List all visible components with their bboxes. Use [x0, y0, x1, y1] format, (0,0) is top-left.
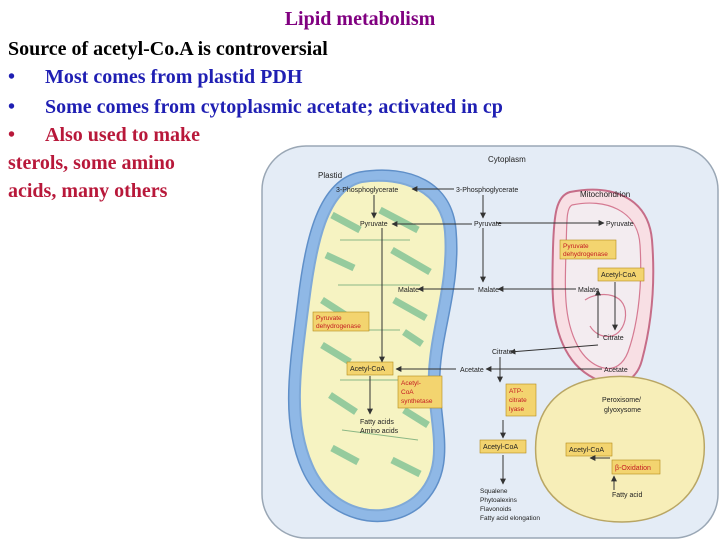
plastid-pdh-box — [312, 311, 370, 332]
perox-acetylcoa-box — [565, 442, 613, 457]
plastid-acetylcoa-box — [346, 361, 394, 376]
cyto-product-flavonoids: Flavonoids — [480, 506, 512, 513]
mito-pdh-2: dehydrogenase — [563, 251, 608, 258]
cyto-acetylcoa: Acetyl-CoA — [483, 444, 518, 451]
cyto-acl-box — [505, 383, 537, 417]
cyto-product-squalene: Squalene — [480, 488, 508, 495]
bullet-1-marker: • — [8, 66, 16, 88]
slide-title: Lipid metabolism — [284, 8, 436, 30]
bullet-3: • Also used to make — [8, 124, 200, 146]
mito-malate: Malate — [578, 287, 599, 294]
mito-acetylcoa-box — [597, 267, 645, 282]
pathway-arrows — [367, 186, 618, 490]
plastid-pyruvate: Pyruvate — [360, 221, 388, 228]
plastid — [287, 169, 458, 523]
plastid-acs-1: Acetyl- — [401, 380, 421, 387]
plastid-acs-box — [397, 375, 443, 409]
slide-heading: Source of acetyl-Co.A is controversial — [8, 38, 328, 60]
plastid-acetylcoa: Acetyl-CoA — [350, 366, 385, 373]
mito-citrate: Citrate — [603, 335, 624, 342]
bullet-2-marker: • — [8, 96, 16, 118]
label-cytoplasm: Cytoplasm — [488, 155, 526, 164]
bullet-3-marker: • — [8, 124, 16, 146]
plastid-acs-2: CoA — [401, 389, 414, 396]
perox-beta-ox: β-Oxidation — [615, 465, 651, 472]
cyto-acl-3: lyase — [509, 406, 525, 413]
cyto-3pg: 3-Phosphoglycerate — [456, 187, 518, 194]
continuation-line-2: acids, many others — [8, 180, 168, 202]
cyto-acetate: Acetate — [460, 367, 484, 374]
plastid-pdh-1: Pyruvate — [316, 315, 342, 322]
cyto-malate: Malate — [478, 287, 499, 294]
peroxisome — [534, 375, 705, 523]
bullet-2-text: Some comes from cytoplasmic acetate; act… — [45, 96, 503, 118]
perox-acetylcoa: Acetyl-CoA — [569, 447, 604, 454]
mito-acetylcoa: Acetyl-CoA — [601, 272, 636, 279]
mito-pdh-1: Pyruvate — [563, 243, 589, 250]
bullet-2: • Some comes from cytoplasmic acetate; ac… — [8, 96, 503, 118]
plastid-malate: Malate — [398, 287, 419, 294]
cyto-acetylcoa-box — [479, 439, 527, 454]
plastid-amino-acids: Amino acids — [360, 428, 399, 435]
plastid-pdh-2: dehydrogenase — [316, 323, 361, 330]
label-peroxisome-2: glyoxysome — [604, 407, 641, 414]
label-plastid: Plastid — [318, 171, 342, 180]
mitochondrion — [551, 188, 655, 385]
cyto-product-elongation: Fatty acid elongation — [480, 515, 540, 522]
label-peroxisome-1: Peroxisome/ — [602, 397, 641, 404]
cyto-acl-2: citrate — [509, 397, 527, 404]
plastid-3pg: 3-Phosphoglycerate — [336, 187, 398, 194]
thylakoid-stacks — [320, 206, 432, 478]
mito-acetate: Acetate — [604, 367, 628, 374]
bullet-3-text: Also used to make — [45, 124, 201, 146]
bullet-1: • Most comes from plastid PDH — [8, 66, 302, 88]
mito-pyruvate: Pyruvate — [606, 221, 634, 228]
cyto-product-phytoalexins: Phytoalexins — [480, 497, 518, 504]
cyto-citrate: Citrate — [492, 349, 513, 356]
perox-fatty-acid: Fatty acid — [612, 492, 642, 499]
plastid-acs-3: synthetase — [401, 398, 433, 405]
bullet-1-text: Most comes from plastid PDH — [45, 66, 303, 88]
continuation-line-1: sterols, some amino — [8, 152, 175, 174]
plastid-fatty-acids: Fatty acids — [360, 419, 394, 426]
cyto-acl-1: ATP- — [509, 388, 523, 395]
perox-beta-ox-box — [611, 459, 661, 475]
label-mitochondrion: Mitochondrion — [580, 190, 630, 199]
mito-pdh-box — [559, 239, 617, 260]
cyto-pyruvate: Pyruvate — [474, 221, 502, 228]
